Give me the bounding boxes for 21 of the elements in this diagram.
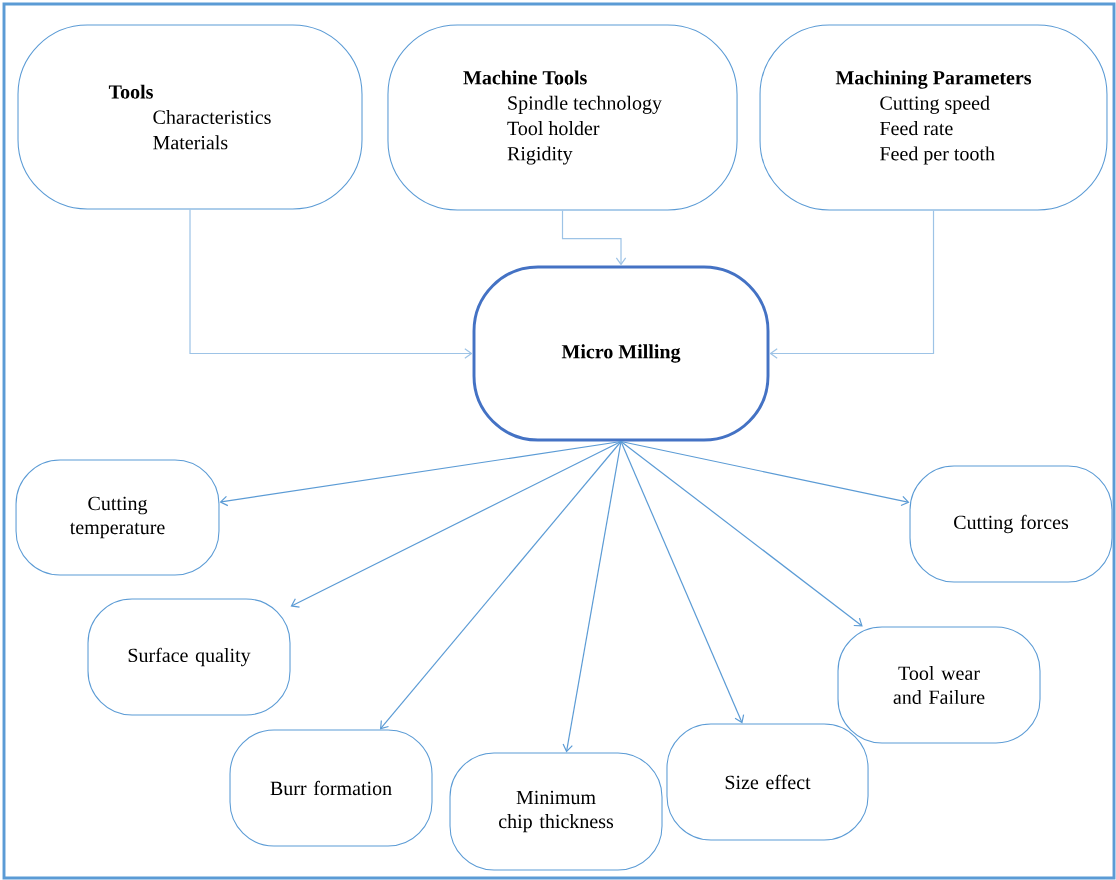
outcome-box: Burr formation bbox=[229, 729, 433, 847]
arrow bbox=[561, 209, 627, 266]
outcome-box: Cutting temperature bbox=[15, 459, 220, 576]
factor-box: Tools Characteristics Materials bbox=[17, 24, 363, 210]
arrow bbox=[219, 440, 622, 507]
outcome-box: Minimum chip thickness bbox=[449, 752, 663, 871]
outcome-box: Cutting forces bbox=[909, 465, 1113, 583]
factor-box: Machine Tools Spindle technology Tool holder Rigidity bbox=[387, 24, 738, 211]
factor-box: Machining Parameters Cutting speed Feed rate Feed per tooth bbox=[759, 24, 1108, 211]
arrow bbox=[620, 440, 745, 724]
arrow bbox=[379, 440, 622, 730]
arrow bbox=[620, 440, 863, 627]
arrow bbox=[189, 208, 473, 359]
arrow bbox=[562, 440, 622, 753]
outcome-box: Surface quality bbox=[87, 598, 291, 716]
arrow bbox=[769, 209, 935, 359]
arrow bbox=[620, 440, 910, 507]
arrow bbox=[290, 440, 622, 608]
central-box: Micro Milling bbox=[472, 265, 770, 442]
outcome-box: Tool wear and Failure bbox=[837, 626, 1041, 744]
outcome-box: Size effect bbox=[666, 723, 869, 841]
